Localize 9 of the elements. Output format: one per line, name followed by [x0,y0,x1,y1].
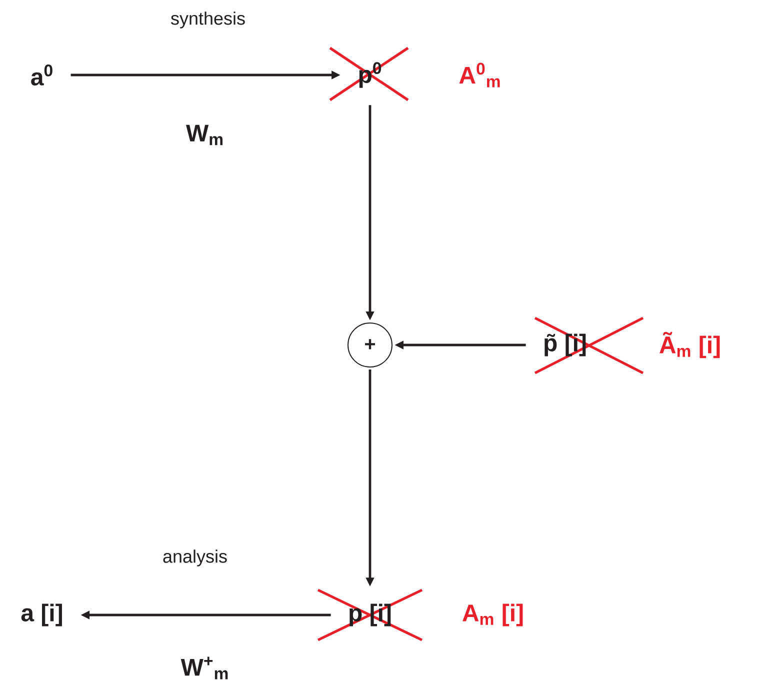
edge-label: synthesis [169,10,247,30]
node-label: a [i] [21,604,62,626]
node-label: a$^{0}$ [31,64,52,86]
edge-label: analysis [161,548,229,568]
beside-label: A$_{m}$ [i] [462,604,523,626]
weight-label: W$_{m}$ [186,124,222,146]
beside-label: A$^{0}$m [459,62,500,88]
beside-label: Ã$_{m}$ [i] [660,332,720,358]
weight-label: W$^{+}$m [180,656,228,680]
